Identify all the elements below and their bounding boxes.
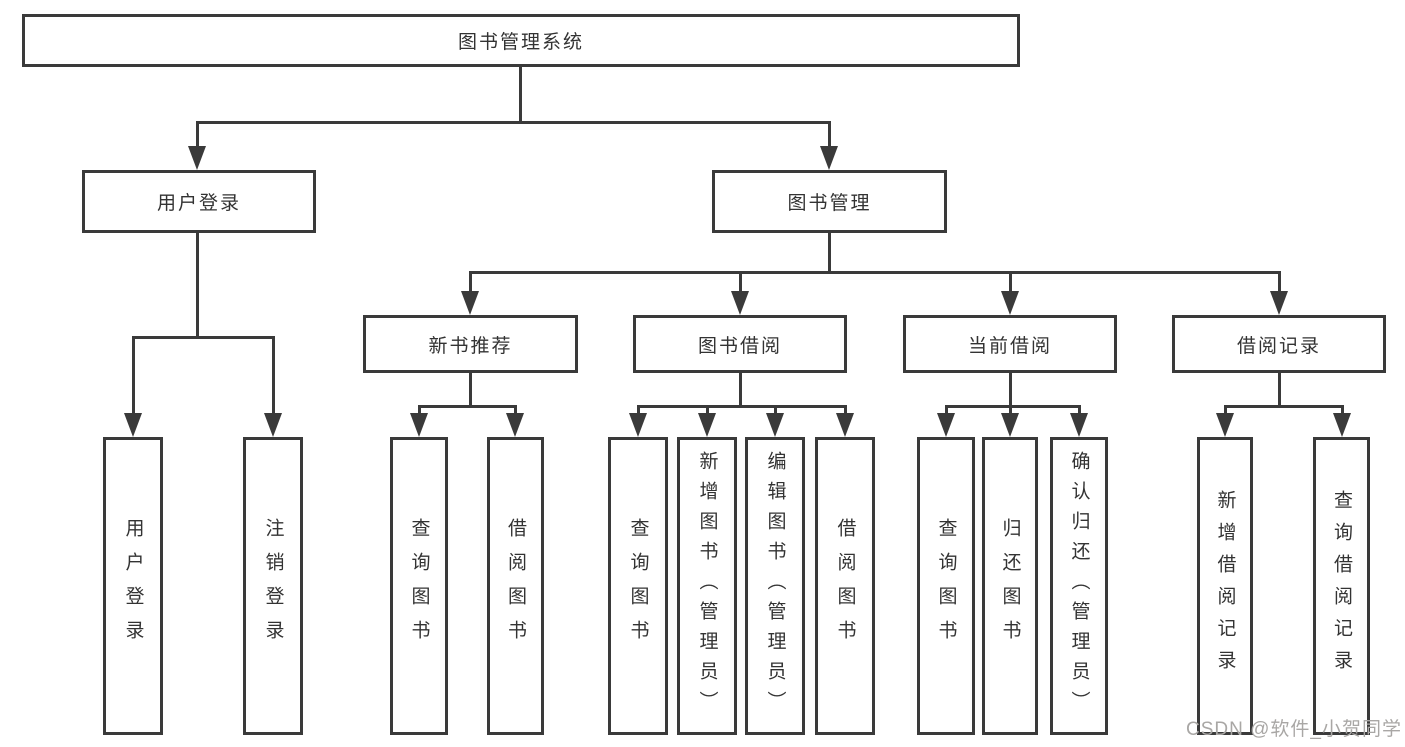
leaf-edit-book-admin: 编辑图书（管理员） [745,437,805,735]
connector-arrow-stem [272,336,275,415]
arrow-down-icon [1001,413,1019,437]
connector-group-rail [1224,405,1344,408]
connector-arrow-stem [828,121,831,148]
arrow-down-icon [1270,291,1288,315]
connector-arrow-stem [1278,271,1281,293]
leaf-borrow-books: 借阅图书 [815,437,875,735]
node-current-borrow: 当前借阅 [903,315,1117,373]
connector-level3-rail [469,271,1281,274]
connector-group-stub [1009,373,1012,405]
connector-arrow-stem [706,405,709,415]
leaf-query-borrow-record: 查询借阅记录 [1313,437,1370,735]
arrow-down-icon [766,413,784,437]
connector-root-stub [519,67,522,121]
connector-arrow-stem [1224,405,1227,415]
arrow-down-icon [1070,413,1088,437]
connector-arrow-stem [469,271,472,293]
connector-group-stub [739,373,742,405]
leaf-return-book: 归还图书 [982,437,1038,735]
leaf-logout: 注销登录 [243,437,303,735]
leaf-user-login: 用户登录 [103,437,163,735]
connector-arrow-stem [774,405,777,415]
arrow-down-icon [264,413,282,437]
leaf-query-books-current: 查询图书 [917,437,975,735]
connector-group-stub [469,373,472,405]
arrow-down-icon [1333,413,1351,437]
node-borrow-records: 借阅记录 [1172,315,1386,373]
connector-arrow-stem [1341,405,1344,415]
arrow-down-icon [410,413,428,437]
arrow-down-icon [836,413,854,437]
connector-arrow-stem [739,271,742,293]
connector-arrow-stem [196,121,199,148]
connector-arrow-stem [418,405,421,415]
connector-level2-rail [196,121,831,124]
connector-group-rail [945,405,1081,408]
connector-arrow-stem [1078,405,1081,415]
connector-arrow-stem [945,405,948,415]
node-book-management: 图书管理 [712,170,947,233]
connector-arrow-stem [514,405,517,415]
leaf-query-books-recommend: 查询图书 [390,437,448,735]
node-new-book-recommend: 新书推荐 [363,315,578,373]
leaf-confirm-return-admin: 确认归还（管理员） [1050,437,1108,735]
arrow-down-icon [937,413,955,437]
arrow-down-icon [506,413,524,437]
connector-book-mgmt-stub [828,233,831,271]
leaf-borrow-books-recommend: 借阅图书 [487,437,544,735]
connector-arrow-stem [1009,271,1012,293]
connector-arrow-stem [637,405,640,415]
node-library-system: 图书管理系统 [22,14,1020,67]
connector-group-stub [1278,373,1281,405]
arrow-down-icon [698,413,716,437]
connector-user-login-stub [196,233,199,336]
connector-group-rail [637,405,847,408]
arrow-down-icon [124,413,142,437]
connector-user-login-rail [132,336,275,339]
arrow-down-icon [820,146,838,170]
node-user-login: 用户登录 [82,170,316,233]
arrow-down-icon [188,146,206,170]
csdn-watermark: CSDN @软件_小贺同学 [1186,719,1402,740]
connector-arrow-stem [132,336,135,415]
node-book-borrow: 图书借阅 [633,315,847,373]
arrow-down-icon [461,291,479,315]
leaf-add-borrow-record: 新增借阅记录 [1197,437,1253,735]
arrow-down-icon [629,413,647,437]
arrow-down-icon [1001,291,1019,315]
leaf-add-book-admin: 新增图书（管理员） [677,437,737,735]
leaf-query-books-borrow: 查询图书 [608,437,668,735]
connector-arrow-stem [844,405,847,415]
connector-group-rail [418,405,517,408]
arrow-down-icon [731,291,749,315]
connector-arrow-stem [1009,405,1012,415]
arrow-down-icon [1216,413,1234,437]
